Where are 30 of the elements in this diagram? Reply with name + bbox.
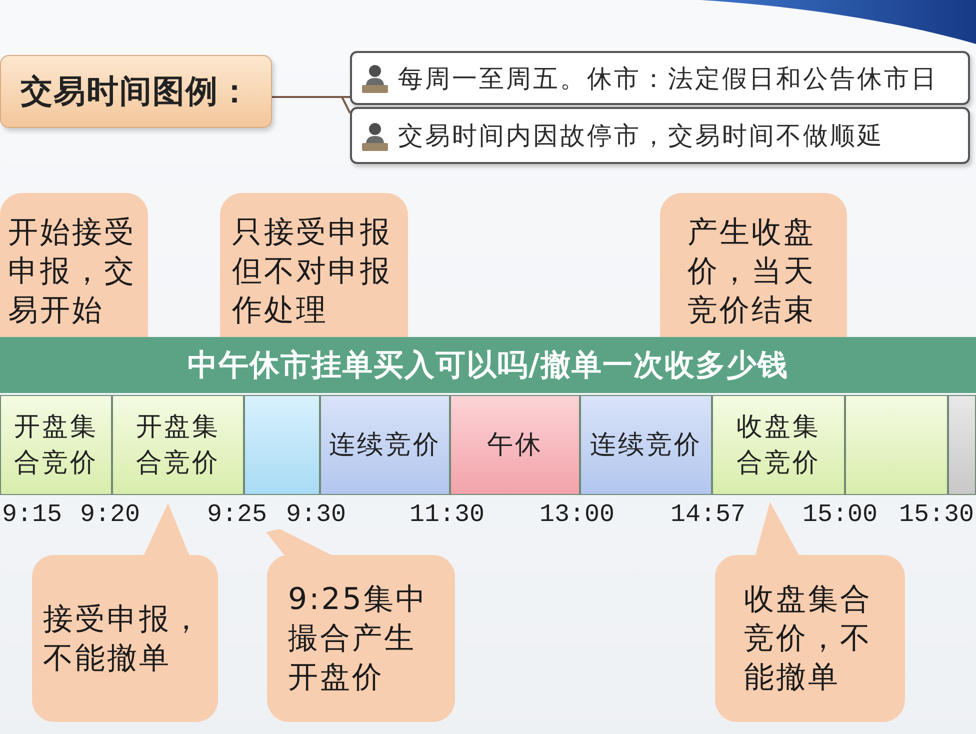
time-label: 13:00 (540, 502, 615, 528)
connector-line (272, 96, 351, 114)
timeline-cell (845, 395, 948, 495)
timeline-cell: 收盘集合竞价 (712, 395, 845, 495)
time-label: 9:25 (207, 502, 268, 528)
title-banner: 中午休市挂单买入可以吗/撤单一次收多少钱 (0, 337, 976, 393)
timeline-cell (948, 395, 976, 495)
time-label: 11:30 (410, 502, 485, 528)
time-label: 9:30 (286, 502, 346, 528)
timeline-cell (244, 395, 320, 495)
time-label: 14:57 (670, 502, 746, 528)
time-label: 9:20 (80, 502, 140, 528)
speech-bubble: 只接受申报但不对申报作处理 (220, 193, 408, 337)
time-label: 15:30 (899, 502, 974, 528)
note-text: 交易时间内因故停市，交易时间不做顺延 (398, 120, 884, 152)
timeline-cell: 开盘集合竞价 (112, 395, 244, 495)
timeline-cell: 连续竞价 (320, 395, 450, 495)
note-box (350, 107, 970, 164)
heading-box: 交易时间图例： (0, 55, 272, 128)
speech-bubble: 开始接受申报，交易开始 (0, 193, 148, 337)
speech-bubble: 收盘集合竞价，不能撤单 (715, 555, 905, 722)
timeline-cell: 连续竞价 (580, 395, 712, 495)
note-text: 每周一至周五。休市：法定假日和公告休市日 (398, 62, 938, 94)
timeline-cell: 午休 (450, 395, 580, 495)
speech-bubble: 产生收盘价，当天竞价结束 (660, 193, 847, 337)
speech-bubble: 接受申报，不能撤单 (32, 555, 218, 722)
time-label: 9:15 (2, 502, 62, 528)
time-label: 15:00 (802, 502, 878, 528)
timeline-cell: 开盘集合竞价 (0, 395, 112, 495)
note-box (350, 51, 970, 105)
